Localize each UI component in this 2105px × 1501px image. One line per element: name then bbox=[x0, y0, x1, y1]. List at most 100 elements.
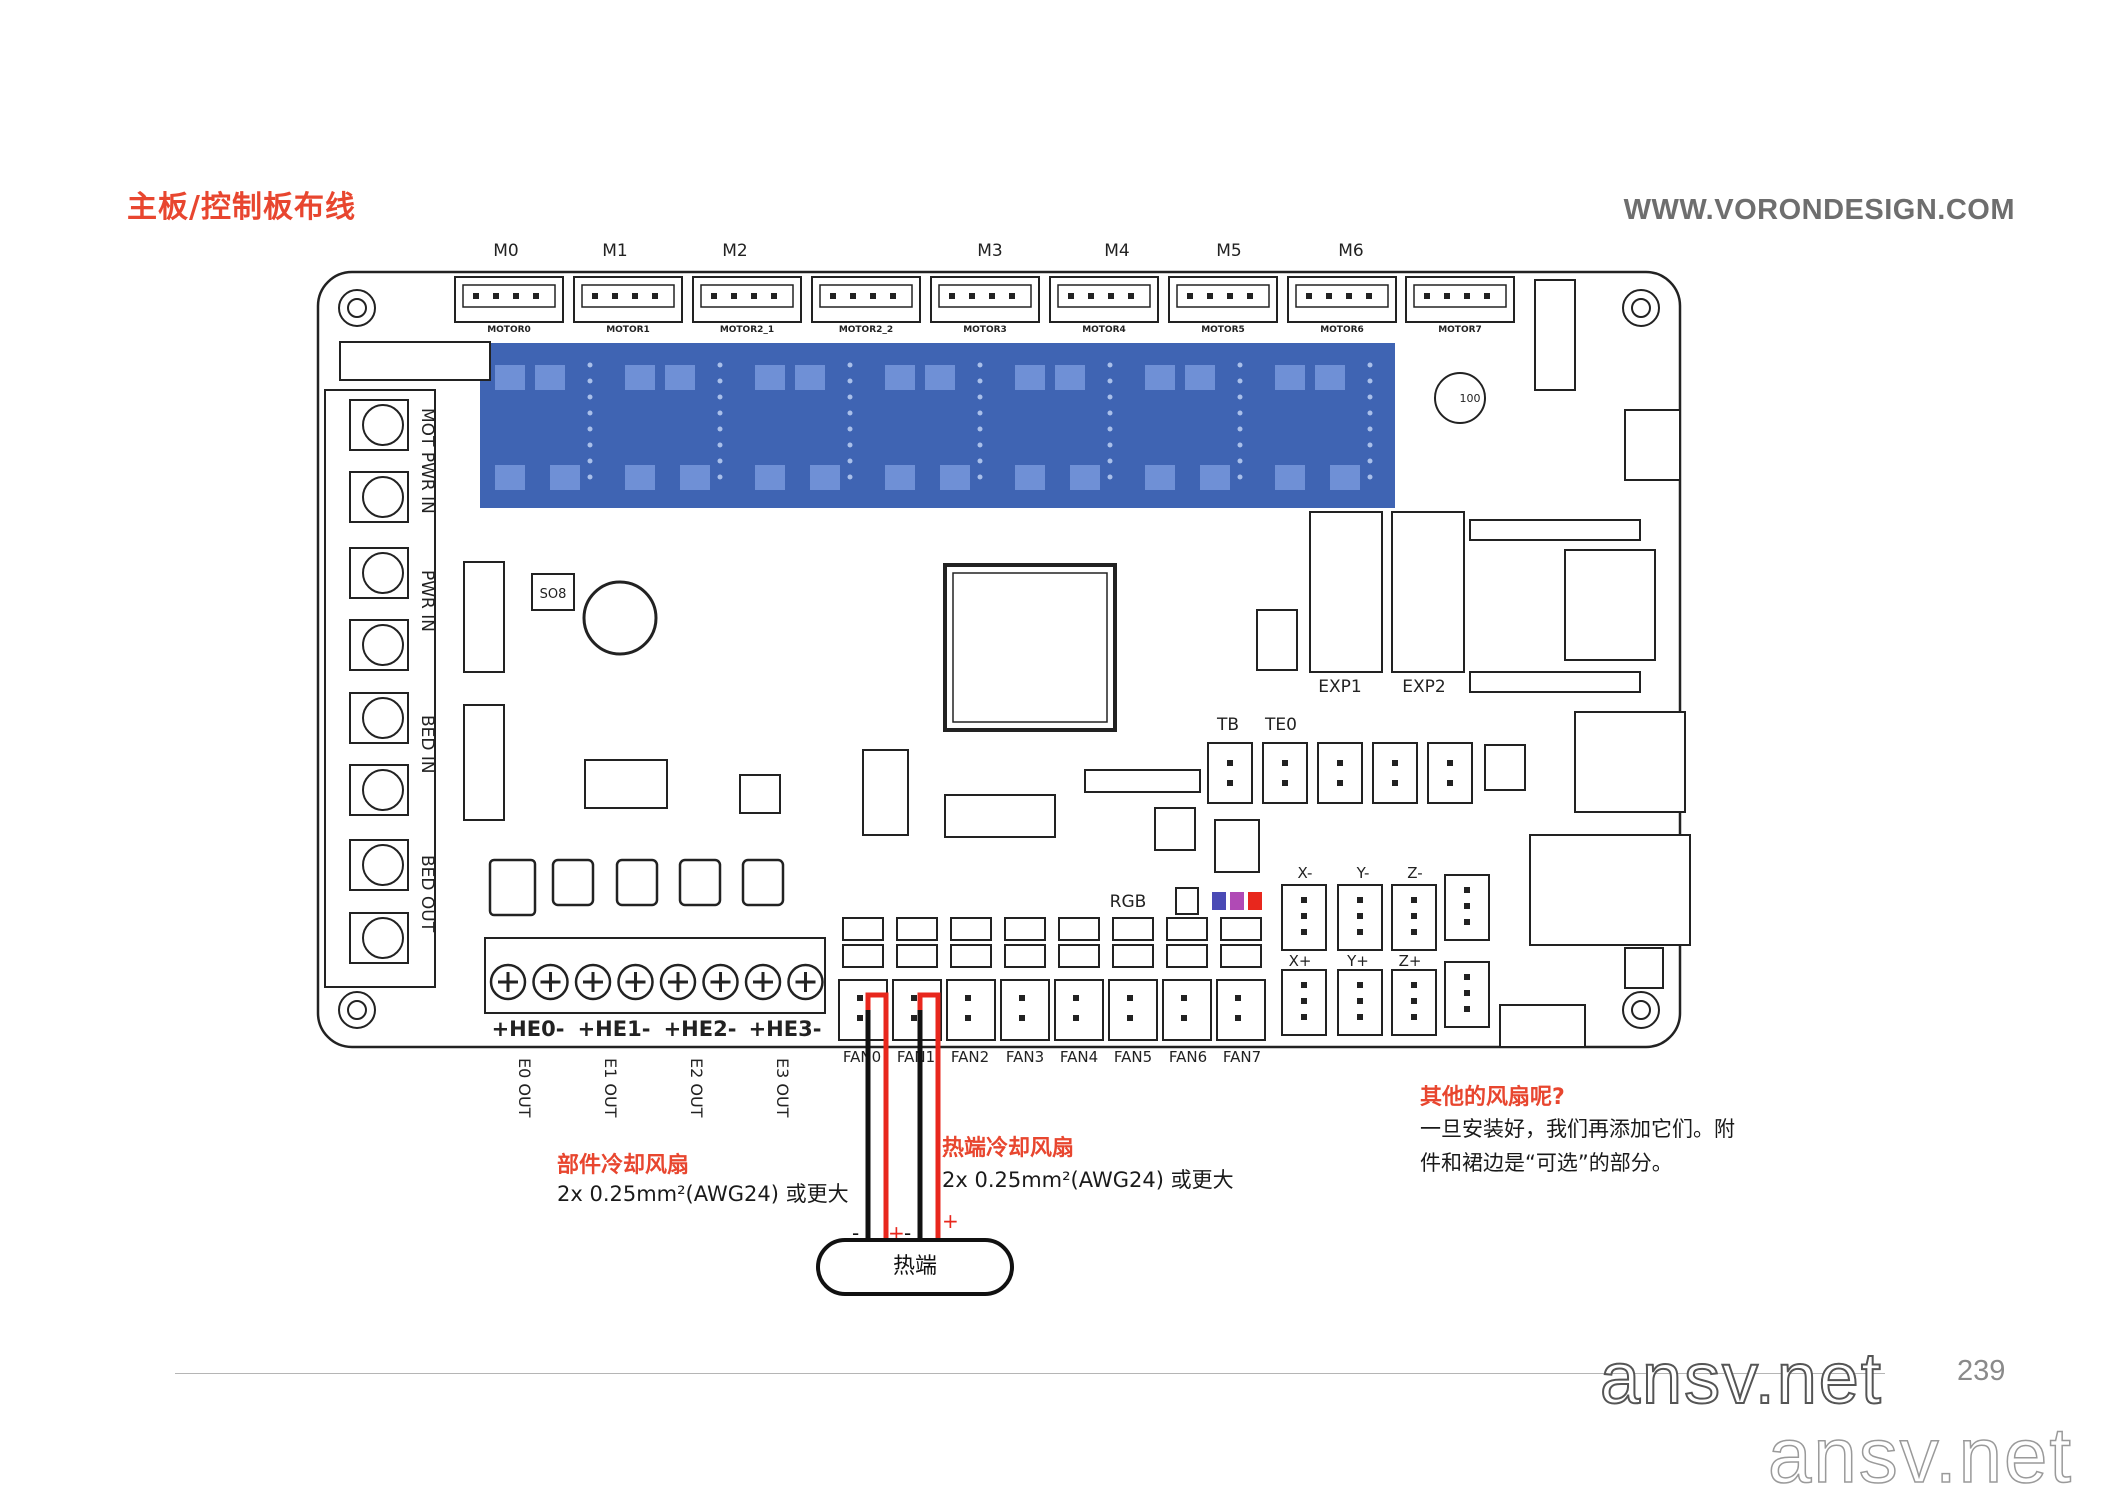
motor-connector-label: MOTOR2_1 bbox=[720, 325, 774, 335]
hotend-label: 热端 bbox=[893, 1254, 937, 1279]
stepper-pad bbox=[755, 365, 785, 390]
endstop-label: Z+ bbox=[1399, 952, 1422, 970]
stepper-via bbox=[717, 410, 723, 416]
pin-icon bbox=[1357, 982, 1363, 988]
stepper-via bbox=[1367, 378, 1373, 384]
stepper-via bbox=[847, 474, 853, 480]
pin-icon bbox=[1464, 887, 1470, 893]
fan-connector bbox=[838, 979, 888, 1041]
pin-icon bbox=[1227, 293, 1233, 299]
usb-a-port bbox=[1574, 711, 1686, 813]
thermistor-connector bbox=[1207, 742, 1253, 804]
wire-polarity-minus: - bbox=[904, 1221, 911, 1245]
screw-icon bbox=[362, 624, 404, 666]
motor-connector-label: MOTOR2_2 bbox=[839, 325, 893, 335]
power-label-mot-pwr-in: MOT PWR IN bbox=[417, 408, 437, 514]
pin-icon bbox=[1411, 913, 1417, 919]
fan-jumpers bbox=[842, 917, 1262, 968]
motor-connector-inner bbox=[1413, 284, 1507, 308]
stepper-via bbox=[717, 378, 723, 384]
fan-label: FAN1 bbox=[897, 1048, 935, 1066]
pin-icon bbox=[473, 293, 479, 299]
endstop-label: X+ bbox=[1289, 952, 1312, 970]
pin-icon bbox=[652, 293, 658, 299]
stepper-via bbox=[977, 442, 983, 448]
stepper-via bbox=[587, 426, 593, 432]
pin-icon bbox=[1464, 974, 1470, 980]
stepper-pad bbox=[925, 365, 955, 390]
pin-icon bbox=[1301, 897, 1307, 903]
stepper-pad bbox=[1070, 465, 1100, 490]
stepper-via bbox=[1107, 394, 1113, 400]
pin-icon bbox=[1357, 929, 1363, 935]
endstop-label: X- bbox=[1298, 864, 1313, 882]
pin-icon bbox=[1484, 293, 1490, 299]
jumper bbox=[1166, 917, 1208, 941]
stepper-via bbox=[1237, 394, 1243, 400]
stepper-via bbox=[847, 426, 853, 432]
pin-icon bbox=[1357, 1014, 1363, 1020]
thermistor-connectors bbox=[1207, 742, 1473, 804]
pin-icon bbox=[1108, 293, 1114, 299]
pin-icon bbox=[612, 293, 618, 299]
motor-connector-inner bbox=[581, 284, 675, 308]
heater-label: +HE1- bbox=[578, 1017, 651, 1041]
stepper-via bbox=[717, 426, 723, 432]
stepper-via bbox=[1237, 426, 1243, 432]
pin-icon bbox=[969, 293, 975, 299]
motor-connector-inner bbox=[1057, 284, 1151, 308]
wire-polarity-plus: + bbox=[942, 1209, 959, 1233]
fuse-holder bbox=[339, 341, 491, 381]
pin-icon bbox=[1073, 995, 1079, 1001]
pin-icon bbox=[965, 1015, 971, 1021]
pin-icon bbox=[1247, 293, 1253, 299]
stepper-via bbox=[1367, 426, 1373, 432]
stepper-via bbox=[717, 474, 723, 480]
pin-icon bbox=[513, 293, 519, 299]
stepper-via bbox=[977, 362, 983, 368]
heater-label: +HE0- bbox=[492, 1017, 565, 1041]
stepper-via bbox=[977, 410, 983, 416]
pin-icon bbox=[1464, 919, 1470, 925]
capacitor bbox=[1434, 372, 1486, 424]
hotend-shape bbox=[816, 1238, 1014, 1296]
screw-icon bbox=[362, 844, 404, 886]
pin-icon bbox=[965, 995, 971, 1001]
motor-connector-inner bbox=[1295, 284, 1389, 308]
jumper bbox=[950, 917, 992, 941]
fan-connectors bbox=[838, 979, 1266, 1041]
other-fans-line1: 一旦安装好，我们再添加它们。附 bbox=[1420, 1117, 1735, 1141]
stepper-via bbox=[977, 426, 983, 432]
so8-chip bbox=[531, 573, 575, 611]
pin-icon bbox=[1227, 760, 1233, 766]
pin-icon bbox=[1411, 1014, 1417, 1020]
motor-connector-inner bbox=[938, 284, 1032, 308]
motor-label: M6 bbox=[1338, 241, 1363, 261]
pin-icon bbox=[1301, 913, 1307, 919]
thermistor-connector bbox=[1427, 742, 1473, 804]
pin-icon bbox=[1068, 293, 1074, 299]
pin-icon bbox=[1326, 293, 1332, 299]
screw-icon bbox=[362, 697, 404, 739]
power-screws bbox=[349, 399, 409, 964]
ethernet-port bbox=[1529, 834, 1691, 946]
motor-label: M4 bbox=[1104, 241, 1129, 261]
jumper bbox=[1004, 917, 1046, 941]
endstop-connectors bbox=[1281, 874, 1490, 1036]
stepper-via bbox=[1237, 458, 1243, 464]
pin-icon bbox=[711, 293, 717, 299]
pin-icon bbox=[1444, 293, 1450, 299]
pin-icon bbox=[1392, 760, 1398, 766]
motor-connector-inner bbox=[819, 284, 913, 308]
pin-icon bbox=[1357, 998, 1363, 1004]
pin-icon bbox=[1357, 897, 1363, 903]
stepper-pad bbox=[495, 465, 525, 490]
thermistor-label: TE0 bbox=[1264, 715, 1297, 735]
power-label-bed-out: BED OUT bbox=[417, 855, 437, 933]
pin-icon bbox=[989, 293, 995, 299]
stepper-via bbox=[1237, 474, 1243, 480]
stepper-via bbox=[977, 474, 983, 480]
pin-icon bbox=[1282, 780, 1288, 786]
